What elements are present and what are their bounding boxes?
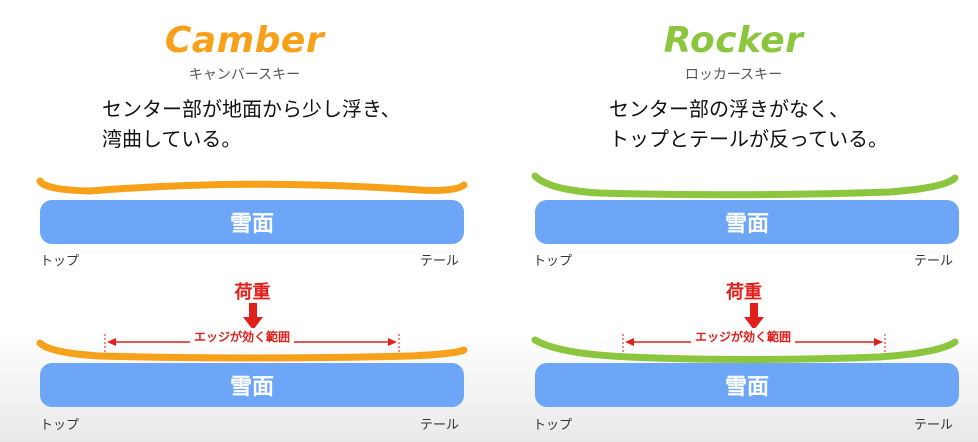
camber-snow-surface-unloaded: 雪面 [40, 200, 464, 244]
camber-description: センター部が地面から少し浮き、 湾曲している。 [102, 97, 401, 151]
rocker-description: センター部の浮きがなく、 トップとテールが反っている。 [609, 97, 888, 151]
camber-load-label: 荷重 [234, 282, 271, 303]
rocker-edge-arrowhead-left [625, 338, 634, 346]
camber-load-arrow-shaft [249, 303, 257, 318]
camber-snow-surface-loaded: 雪面 [40, 363, 464, 407]
camber-edge-arrowhead-left [107, 338, 116, 346]
rocker-edge-arrowhead-right [874, 338, 883, 346]
camber-tail-label-1: テール [420, 254, 460, 269]
rocker-top-label-1: トップ [533, 254, 573, 269]
rocker-panel: Rocker ロッカースキー センター部の浮きがなく、 トップとテールが反ってい… [489, 0, 978, 442]
camber-title: Camber [164, 20, 325, 61]
rocker-load-arrow-head [744, 317, 764, 330]
camber-subtitle: キャンバースキー [188, 67, 301, 83]
rocker-ski-unloaded [531, 172, 959, 199]
camber-edge-arrowhead-right [388, 338, 397, 346]
rocker-tail-label-1: テール [914, 254, 954, 269]
rocker-load-label: 荷重 [726, 282, 762, 303]
camber-ski-unloaded [36, 177, 468, 195]
camber-ski-diagram [36, 177, 468, 362]
camber-top-label-1: トップ [40, 254, 80, 269]
rocker-tail-label-2: テール [914, 418, 954, 433]
rocker-snow-surface-loaded: 雪面 [535, 363, 959, 407]
camber-panel: Camber キャンバースキー センター部が地面から少し浮き、 湾曲している。 … [36, 20, 468, 433]
rocker-subtitle: ロッカースキー [684, 67, 783, 83]
rocker-edge-label: エッジが効く範囲 [691, 328, 796, 345]
rocker-snow-surface-unloaded: 雪面 [535, 200, 959, 244]
rocker-top-label-2: トップ [533, 418, 573, 433]
rocker-load-arrow-shaft [750, 303, 758, 318]
camber-edge-label: エッジが効く範囲 [190, 328, 295, 345]
camber-top-label-2: トップ [40, 418, 80, 433]
rocker-ski-diagram [531, 172, 959, 363]
camber-ski-loaded [36, 339, 468, 362]
camber-tail-label-2: テール [420, 418, 460, 433]
camber-load-arrow-head [243, 317, 263, 330]
rocker-title: Rocker [663, 20, 804, 61]
rocker-ski-loaded [531, 336, 959, 363]
